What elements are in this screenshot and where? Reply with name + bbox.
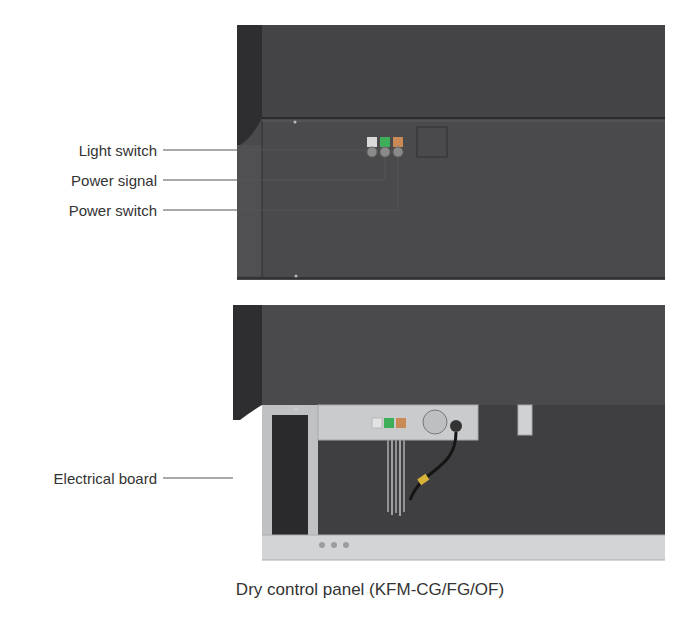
switch-cluster xyxy=(367,137,403,157)
part-label: Power signal xyxy=(71,172,157,189)
cabinet-front-view xyxy=(237,25,665,280)
wiring xyxy=(388,432,456,516)
cabinet-open-view xyxy=(233,305,665,560)
part-label: Light switch xyxy=(79,142,157,159)
caption: Dry control panel (KFM-CG/FG/OF) xyxy=(236,580,504,600)
part-label: Electrical board xyxy=(54,470,157,487)
part-label: Power switch xyxy=(69,202,157,219)
electrical-board xyxy=(318,405,478,440)
